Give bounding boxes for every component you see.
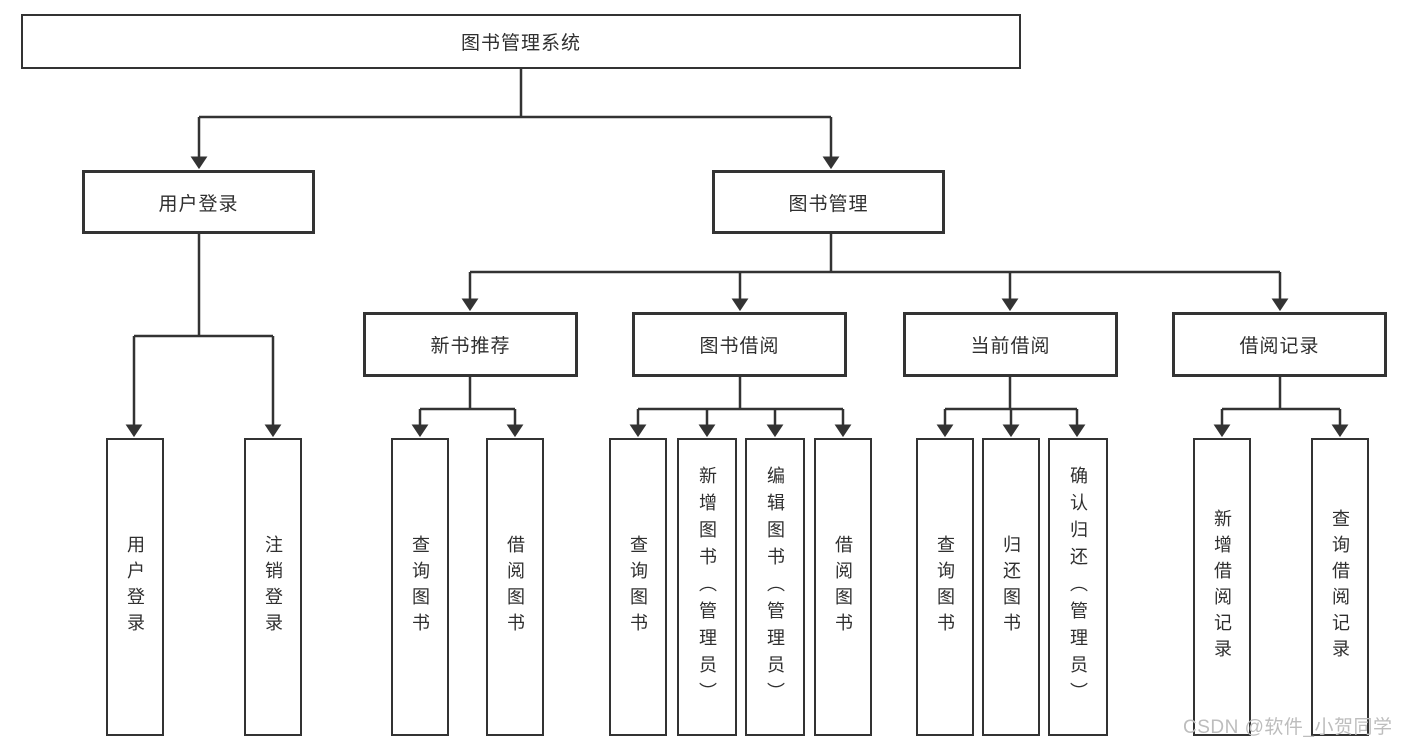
node-user-login-label: 用户登录 <box>158 193 239 215</box>
leaf-borrow-books-borrow-label: 借阅图书 <box>833 535 853 639</box>
node-borrow-records-label: 借阅记录 <box>1239 336 1320 357</box>
leaf-query-borrow-record-label: 查询借阅记录 <box>1330 509 1350 665</box>
leaf-query-books-borrow: 查询图书 <box>609 438 667 736</box>
leaf-borrow-books-borrow: 借阅图书 <box>814 438 872 736</box>
leaf-query-borrow-record: 查询借阅记录 <box>1311 438 1369 736</box>
node-new-book-recommend-label: 新书推荐 <box>430 336 511 357</box>
leaf-edit-books-admin-label: 编辑图书（管理员） <box>765 465 785 709</box>
leaf-query-books-current: 查询图书 <box>916 438 974 736</box>
leaf-query-books-current-label: 查询图书 <box>935 535 955 639</box>
leaf-add-books-admin: 新增图书（管理员） <box>677 438 737 736</box>
leaf-add-borrow-record: 新增借阅记录 <box>1193 438 1251 736</box>
node-current-borrow-label: 当前借阅 <box>970 336 1051 357</box>
leaf-logout-label: 注销登录 <box>263 535 283 639</box>
node-root-label: 图书管理系统 <box>460 33 581 54</box>
leaf-add-books-admin-label: 新增图书（管理员） <box>697 465 717 709</box>
leaf-query-books-newbooks-label: 查询图书 <box>410 535 430 639</box>
node-new-book-recommend: 新书推荐 <box>363 312 578 377</box>
node-book-borrow-label: 图书借阅 <box>699 336 780 357</box>
leaf-confirm-return-admin-label: 确认归还（管理员） <box>1068 465 1088 709</box>
csdn-watermark: CSDN @软件_小贺同学 <box>1183 717 1393 738</box>
node-book-management-label: 图书管理 <box>788 193 869 215</box>
leaf-confirm-return-admin: 确认归还（管理员） <box>1048 438 1108 736</box>
leaf-edit-books-admin: 编辑图书（管理员） <box>745 438 805 736</box>
leaf-user-login-label: 用户登录 <box>125 535 145 639</box>
leaf-query-books-borrow-label: 查询图书 <box>628 535 648 639</box>
leaf-add-borrow-record-label: 新增借阅记录 <box>1212 509 1232 665</box>
node-current-borrow: 当前借阅 <box>903 312 1118 377</box>
leaf-borrow-books-newbooks: 借阅图书 <box>486 438 544 736</box>
node-root-system: 图书管理系统 <box>21 14 1021 69</box>
leaf-return-books-label: 归还图书 <box>1001 535 1021 639</box>
leaf-user-login: 用户登录 <box>106 438 164 736</box>
leaf-query-books-newbooks: 查询图书 <box>391 438 449 736</box>
leaf-borrow-books-newbooks-label: 借阅图书 <box>505 535 525 639</box>
node-borrow-records: 借阅记录 <box>1172 312 1387 377</box>
leaf-return-books: 归还图书 <box>982 438 1040 736</box>
node-user-login: 用户登录 <box>82 170 315 234</box>
leaf-logout: 注销登录 <box>244 438 302 736</box>
node-book-management: 图书管理 <box>712 170 945 234</box>
node-book-borrow: 图书借阅 <box>632 312 847 377</box>
